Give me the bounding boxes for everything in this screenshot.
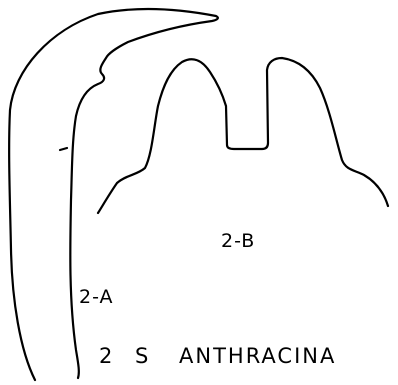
outline-2b [98,58,388,213]
caption-number: 2 [99,344,135,368]
tick-mark-2a [60,148,67,150]
caption-species: ANTHRACINA [179,344,336,368]
figure-label-2a: 2-A [79,286,114,308]
outline-2a [9,9,218,380]
figure-label-2b: 2-B [221,230,255,252]
caption-genus: S [135,344,179,368]
